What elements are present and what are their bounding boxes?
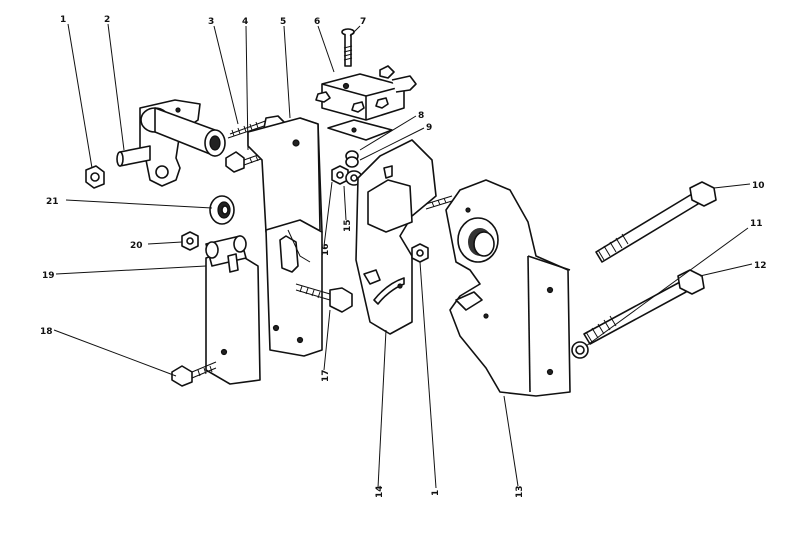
part-6-block [315, 65, 417, 121]
leader-lines [53, 23, 753, 489]
callout-19: 19 [42, 271, 55, 281]
part-2-pivot-bracket [116, 99, 226, 187]
part-21-bearing [209, 195, 235, 225]
callout-13: 13 [515, 485, 525, 498]
callout-5: 5 [280, 17, 286, 27]
callout-18: 18 [40, 327, 53, 337]
callout-15: 15 [343, 219, 353, 232]
callout-12: 12 [754, 261, 767, 271]
part-11-washer [571, 341, 589, 359]
callout-8: 8 [418, 111, 424, 121]
part-16-nut [331, 165, 349, 185]
callout-2: 2 [104, 15, 110, 25]
callout-3: 3 [208, 17, 214, 27]
callout-4: 4 [242, 17, 248, 27]
part-8-shim-plate [327, 119, 393, 141]
callout-7: 7 [360, 17, 366, 27]
part-17-bolt [295, 283, 353, 313]
part-stud [425, 195, 453, 210]
callout-9: 9 [426, 123, 432, 133]
part-10-long-bolt [595, 181, 717, 263]
part-lower-center-plate [265, 219, 323, 357]
part-1-nut-center [411, 243, 429, 263]
part-20-nut [181, 231, 199, 251]
callout-14: 14 [375, 485, 385, 498]
callout-11: 11 [750, 219, 763, 229]
callout-6: 6 [314, 17, 320, 27]
callout-16: 16 [321, 243, 331, 256]
part-1-nut-left [85, 165, 105, 189]
part-12-long-bolt [583, 269, 705, 345]
callout-21: 21 [46, 197, 59, 207]
callout-10: 10 [752, 181, 765, 191]
callout-1: 1 [60, 15, 66, 25]
part-9-spring-washer [345, 150, 359, 168]
part-7-screw [341, 28, 355, 67]
part-5-mounting-plate [247, 117, 323, 245]
callout-1-lower: 1 [431, 490, 441, 496]
callout-labels: 1 2 3 4 5 6 7 8 9 10 11 12 13 14 1 15 16… [40, 15, 767, 498]
callout-17: 17 [321, 369, 331, 382]
part-13-bracket [445, 179, 571, 397]
part-18-bolt [171, 361, 217, 387]
callout-20: 20 [130, 241, 143, 251]
part-14-cam-plate [355, 139, 437, 335]
part-19-hinge-plate [205, 235, 261, 385]
